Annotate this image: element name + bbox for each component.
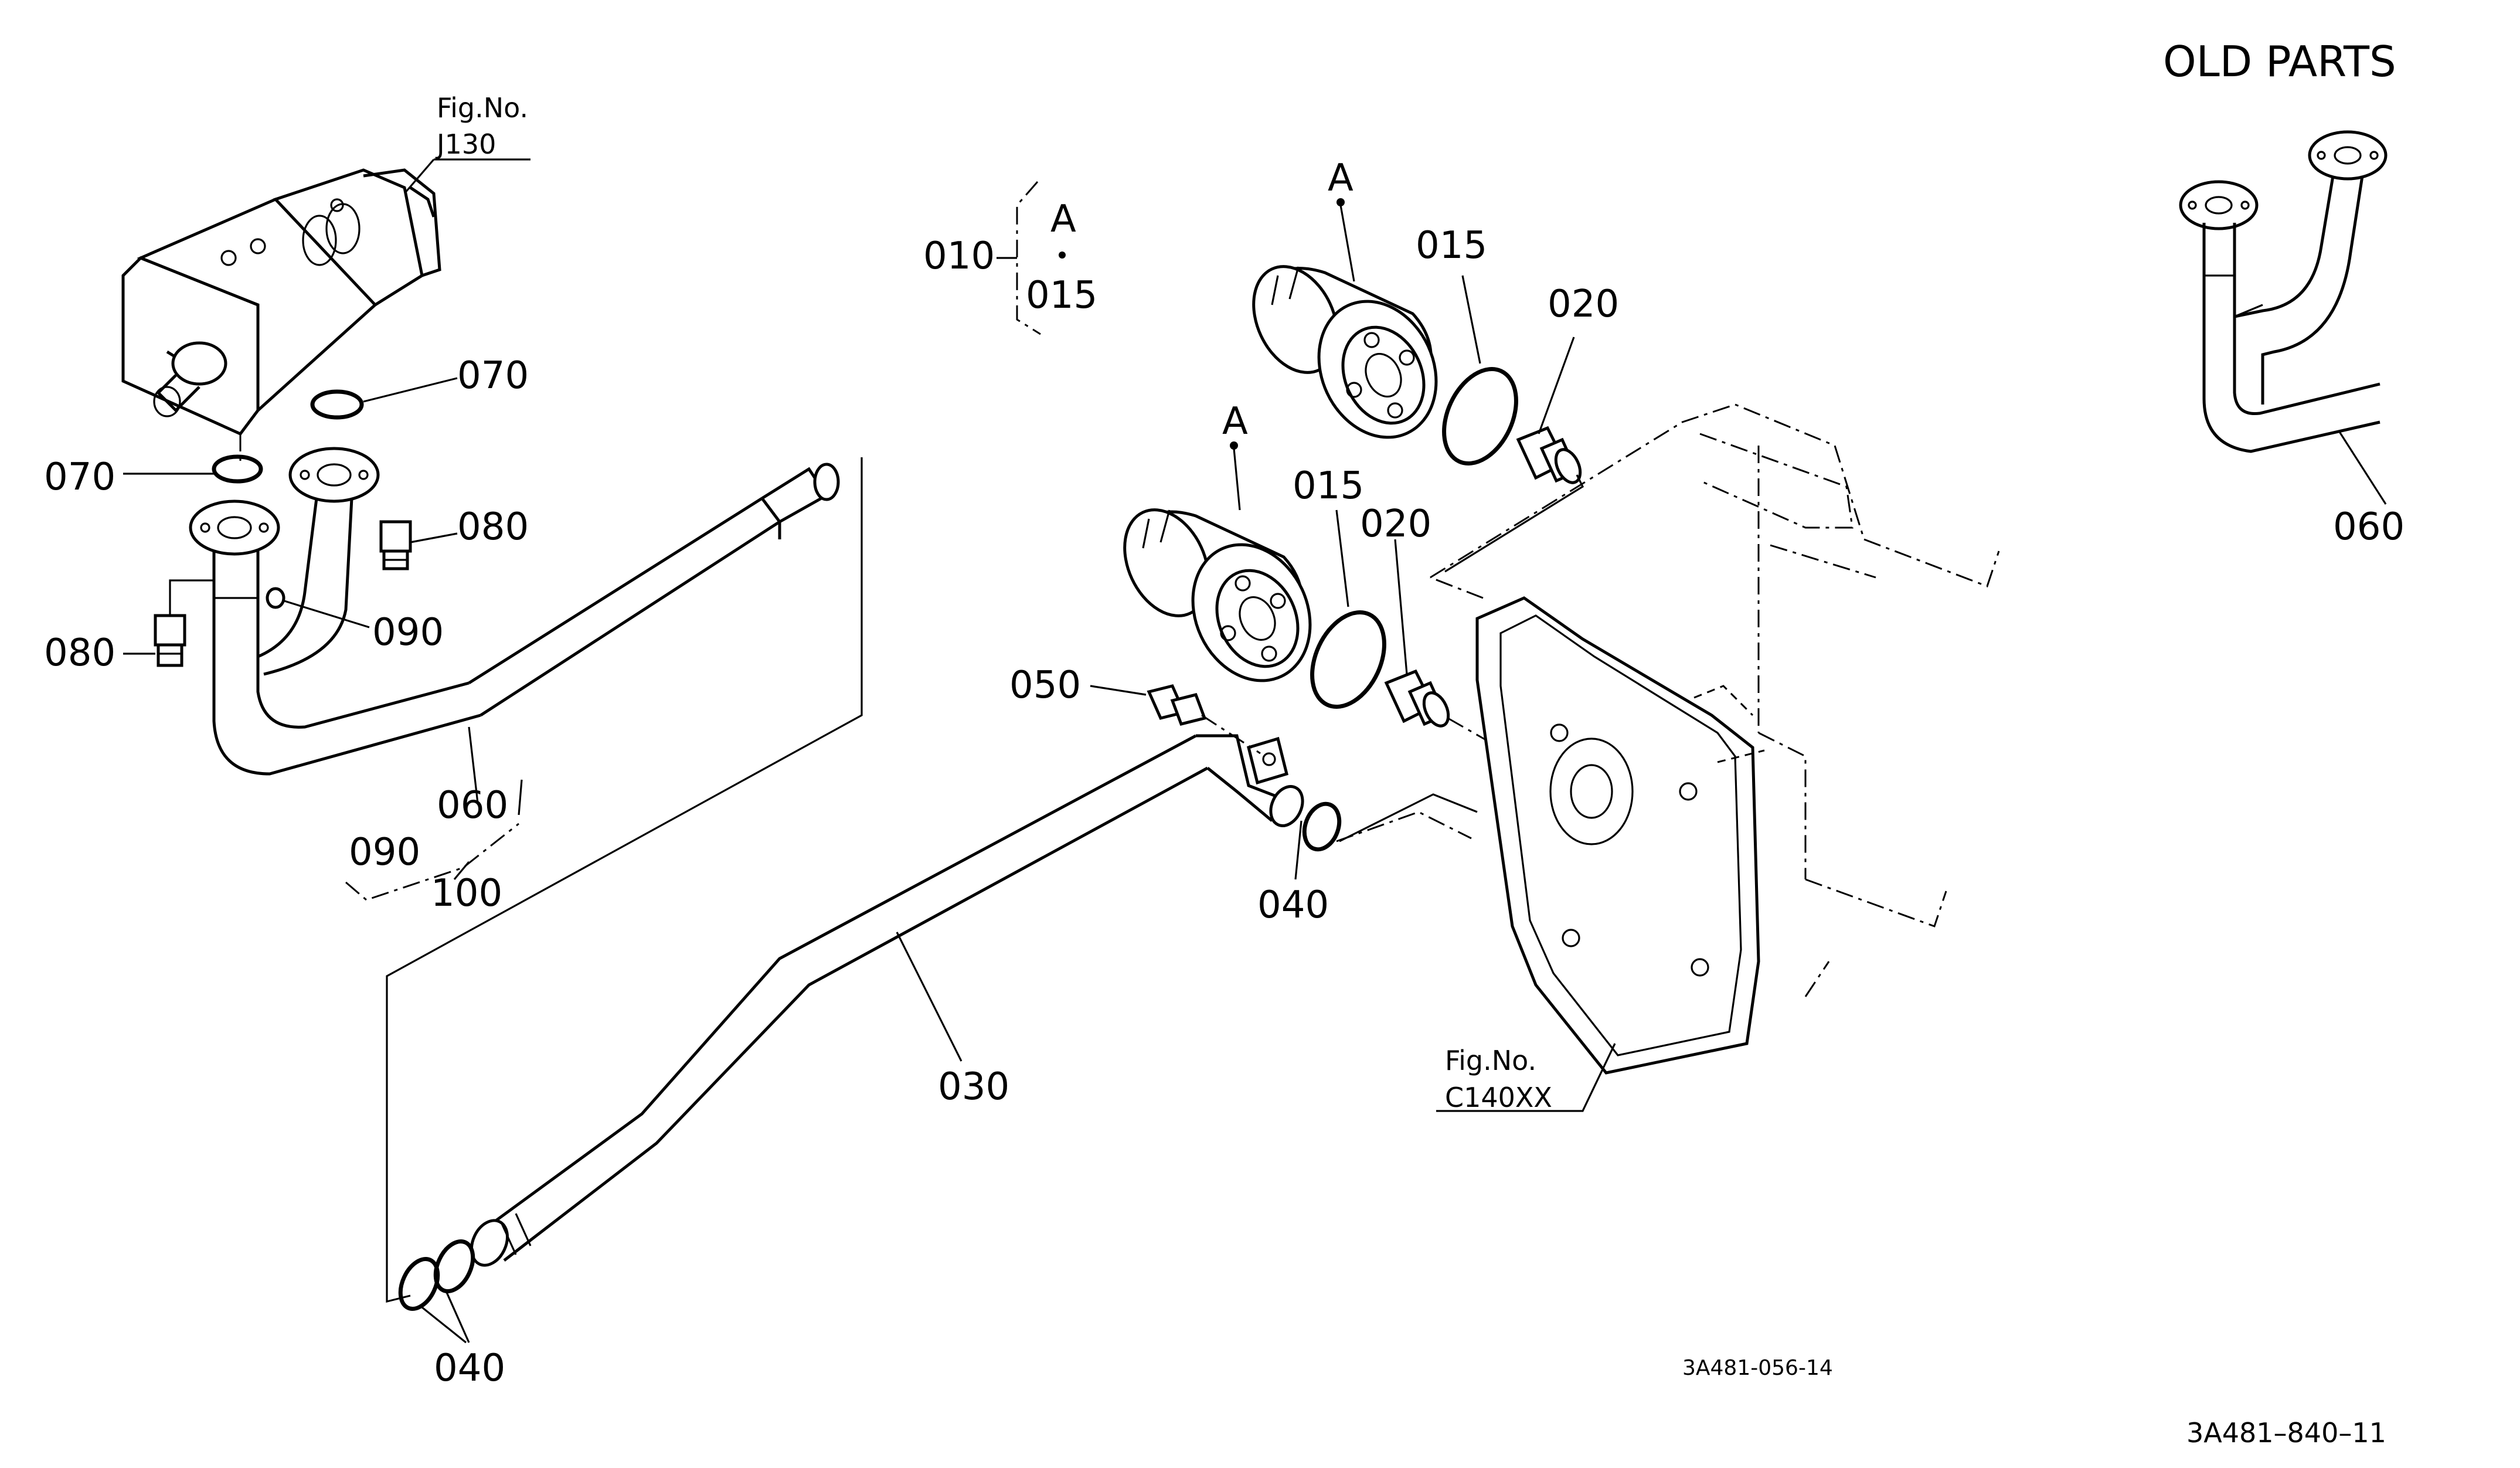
callout-060: 060 bbox=[437, 784, 508, 827]
callout-030: 030 bbox=[938, 1065, 1009, 1109]
pipe-030-icon bbox=[470, 734, 1304, 1267]
pipe-060-icon bbox=[189, 447, 840, 776]
bolt-icon bbox=[1147, 684, 1207, 726]
o-ring-icon bbox=[1310, 610, 1386, 709]
callout-020-upper: 020 bbox=[1548, 283, 1619, 326]
callout-070-left: 070 bbox=[44, 456, 115, 499]
oil-filter-icon bbox=[1123, 508, 1312, 682]
callout-100: 100 bbox=[431, 872, 502, 915]
callout-080-left: 080 bbox=[44, 631, 115, 675]
callout-090-right: 090 bbox=[372, 611, 444, 654]
o-ring-icon bbox=[398, 1257, 440, 1311]
old-pipe-icon bbox=[2179, 130, 2388, 453]
o-ring-icon bbox=[212, 454, 263, 484]
leader-060-old bbox=[2338, 430, 2387, 505]
o-ring-icon bbox=[433, 1239, 475, 1293]
callout-090-group: 090 bbox=[349, 831, 420, 874]
fig-ref-j130-line1: Fig.No. bbox=[437, 92, 528, 124]
bolt-icon bbox=[266, 587, 285, 609]
callout-010: 010 bbox=[923, 235, 995, 278]
o-ring-icon bbox=[1302, 801, 1342, 852]
callout-010-a: A bbox=[1050, 198, 1076, 241]
fig-ref-j130-line2: J130 bbox=[435, 128, 496, 160]
callout-060-old: 060 bbox=[2333, 505, 2405, 549]
callout-040-right: 040 bbox=[1257, 883, 1329, 927]
filter-a-lower: A bbox=[1222, 400, 1248, 443]
filter-a-upper: A bbox=[1328, 157, 1353, 200]
callout-080-right: 080 bbox=[457, 505, 529, 549]
o-ring-icon bbox=[310, 389, 364, 420]
fig-ref-c140xx-line2: C140XX bbox=[1445, 1082, 1552, 1113]
callout-015-lower: 015 bbox=[1293, 464, 1364, 508]
callout-010-015: 015 bbox=[1026, 274, 1097, 317]
callout-050: 050 bbox=[1009, 664, 1081, 707]
bolt-icon bbox=[379, 520, 412, 570]
callout-015-upper: 015 bbox=[1416, 224, 1487, 267]
callout-040-bottom: 040 bbox=[434, 1347, 505, 1390]
o-ring-icon bbox=[1442, 367, 1518, 465]
bolt-icon bbox=[1516, 426, 1582, 484]
drawing-code: 3A481-056-14 bbox=[1682, 1356, 1833, 1380]
callout-020-lower: 020 bbox=[1360, 502, 1431, 546]
oil-filter-icon bbox=[1252, 265, 1438, 439]
callout-070-right: 070 bbox=[457, 354, 529, 397]
old-parts-label: OLD PARTS bbox=[2163, 37, 2396, 86]
bolt-icon bbox=[154, 614, 186, 667]
fig-ref-c140xx-line1: Fig.No. bbox=[1445, 1045, 1536, 1076]
bolt-icon bbox=[1384, 669, 1450, 728]
page-code: 3A481–840–11 bbox=[2186, 1417, 2386, 1449]
transmission-housing-icon bbox=[1430, 403, 2000, 1075]
hydraulic-pump-icon bbox=[121, 168, 441, 463]
